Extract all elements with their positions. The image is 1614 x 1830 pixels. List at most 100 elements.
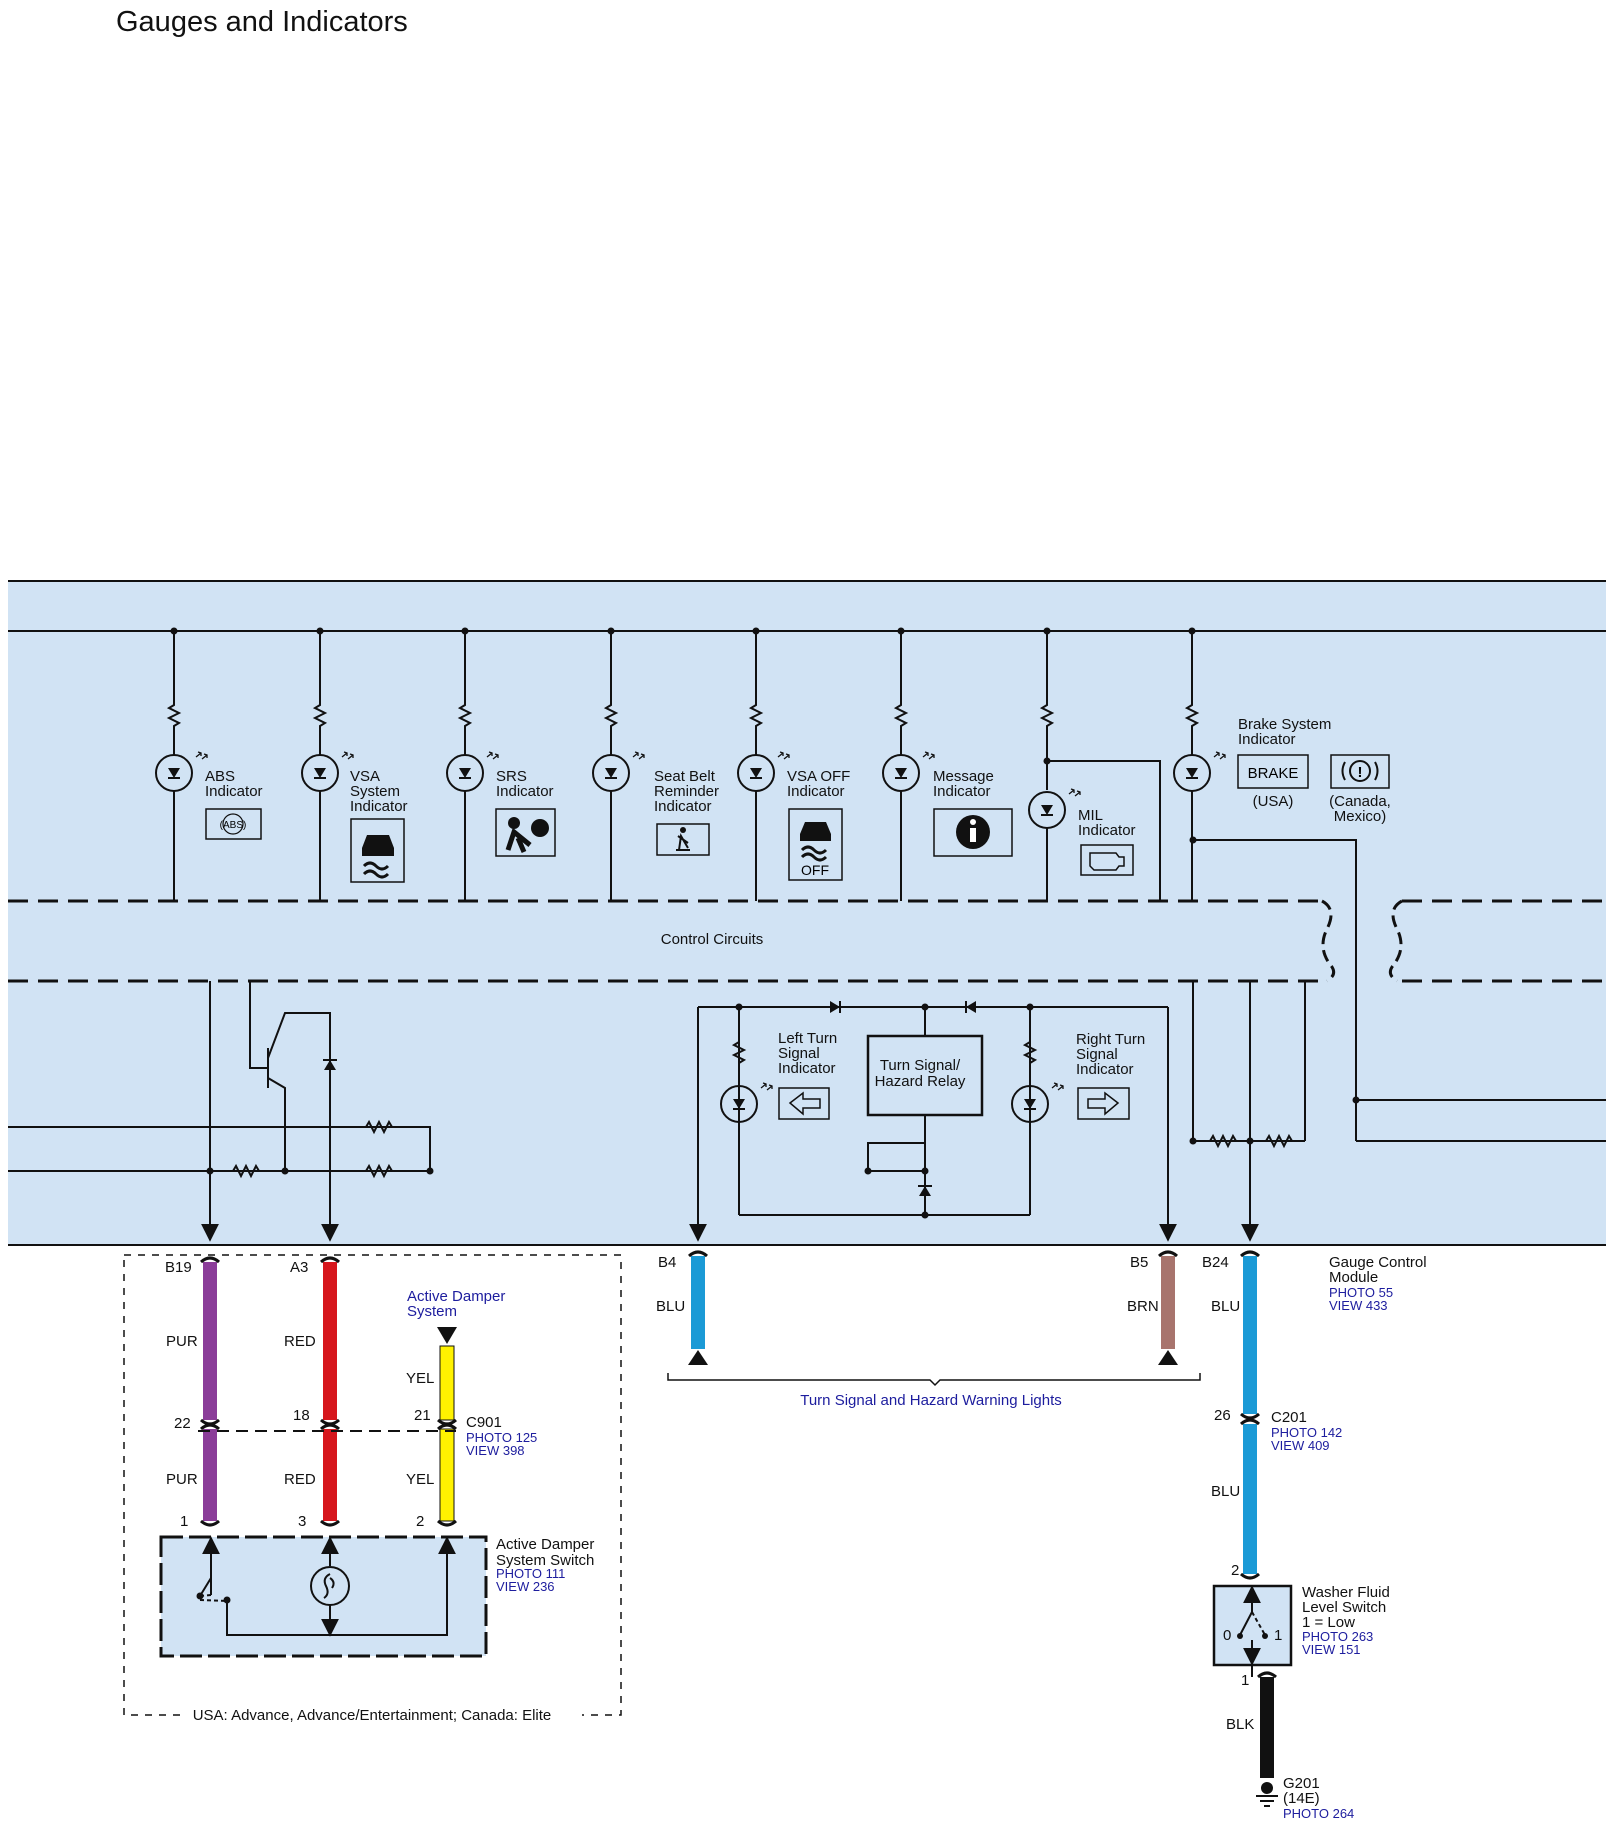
turn-signal-bracket-label: Turn Signal and Hazard Warning Lights	[800, 1392, 1062, 1409]
wire-brn-b5: BRN	[1127, 1298, 1159, 1315]
brake-usa-note: (USA)	[1253, 793, 1294, 810]
wire-blu-c201-segment	[1243, 1424, 1257, 1574]
wire-brn-b5-segment	[1161, 1256, 1175, 1349]
srs-airbag-icon	[495, 808, 556, 857]
wire-red-segment-2	[323, 1429, 337, 1521]
wire-pur-segment-2	[203, 1429, 217, 1521]
wire-yel-lower: YEL	[406, 1471, 434, 1488]
vsa-car-skid-icon	[350, 818, 405, 883]
svg-text:(ABS): (ABS)	[220, 820, 247, 831]
left-turn-lamp	[720, 1007, 773, 1215]
terminal-b24: B24	[1202, 1254, 1229, 1271]
c901-pin-21: 21	[414, 1407, 431, 1424]
indicator-branches	[155, 627, 1226, 901]
washer-pin-1: 1	[1241, 1672, 1249, 1689]
brake-canada-note: (Canada,Mexico)	[1329, 793, 1391, 825]
wire-blu-b4-segment	[691, 1256, 705, 1349]
harness-wires	[200, 1250, 1277, 1778]
svg-text:BRAKE: BRAKE	[1248, 765, 1299, 782]
left-arrow-icon	[778, 1087, 830, 1120]
option-note: USA: Advance, Advance/Entertainment; Can…	[193, 1707, 552, 1724]
indicator-branch-1	[155, 627, 208, 901]
c201-label: C201	[1271, 1409, 1307, 1426]
indicator-branch-5	[737, 627, 790, 901]
wire-yel-segment-2	[440, 1429, 454, 1521]
wire-blk: BLK	[1226, 1716, 1254, 1733]
ground-symbol	[1256, 1782, 1278, 1807]
c201-view: VIEW 409	[1271, 1438, 1330, 1453]
wire-blu-b24-segment	[1243, 1256, 1257, 1414]
indicator-branch-3	[446, 627, 499, 901]
c201-photo: PHOTO 142	[1271, 1425, 1342, 1440]
engine-icon	[1080, 844, 1134, 876]
wire-yel-segment-1	[440, 1346, 454, 1420]
seat-belt-icon	[656, 823, 710, 856]
indicator-branch-4	[592, 627, 645, 901]
gauge-control-module-body	[8, 581, 1606, 1245]
wire-red-lower: RED	[284, 1471, 316, 1488]
switch-pin-3: 3	[298, 1513, 306, 1530]
page-title: Gauges and Indicators	[116, 6, 408, 38]
switch-pin-1: 1	[180, 1513, 188, 1530]
gauge-control-module-view: VIEW 433	[1329, 1298, 1388, 1313]
brake-canada-icon: !	[1330, 754, 1390, 789]
switch-pin-2: 2	[416, 1513, 424, 1530]
info-icon	[933, 808, 1013, 857]
washer-switch-view: VIEW 151	[1302, 1642, 1361, 1657]
wire-red-segment-1	[323, 1262, 337, 1420]
terminal-b5: B5	[1130, 1254, 1148, 1271]
c901-pin-18: 18	[293, 1407, 310, 1424]
c901-pin-22: 22	[174, 1415, 191, 1432]
washer-pos-0: 0	[1223, 1627, 1231, 1644]
wire-blu-b4: BLU	[656, 1298, 685, 1315]
wire-red-upper: RED	[284, 1333, 316, 1350]
right-arrow-icon	[1077, 1087, 1130, 1120]
c901-label: C901	[466, 1414, 502, 1431]
gauge-control-module-photo: PHOTO 55	[1329, 1285, 1393, 1300]
indicator-branch-2	[301, 627, 354, 901]
active-damper-switch-photo: PHOTO 111	[496, 1566, 565, 1581]
wire-yel-upper: YEL	[406, 1370, 434, 1387]
wire-blk-segment	[1260, 1677, 1274, 1778]
washer-switch-photo: PHOTO 263	[1302, 1629, 1373, 1644]
turn-signal-lamps	[720, 1007, 1064, 1215]
brake-usa-icon: BRAKE	[1237, 754, 1309, 789]
wire-blu-c201: BLU	[1211, 1483, 1240, 1500]
indicator-branch-8	[1173, 627, 1226, 901]
control-circuits-label: Control Circuits	[661, 931, 764, 948]
ground-g201-label: G201(14E)	[1283, 1775, 1320, 1807]
wire-pur-lower: PUR	[166, 1471, 198, 1488]
terminal-a3: A3	[290, 1259, 308, 1276]
washer-pin-2: 2	[1231, 1562, 1239, 1579]
c901-view: VIEW 398	[466, 1443, 525, 1458]
active-damper-switch-view: VIEW 236	[496, 1579, 555, 1594]
abs-icon: (ABS)	[205, 808, 262, 840]
terminal-b4: B4	[658, 1254, 676, 1271]
svg-text:OFF: OFF	[801, 862, 829, 878]
turn-signal-relay-label: Turn Signal/Hazard Relay	[875, 1057, 966, 1090]
terminal-b19: B19	[165, 1259, 192, 1276]
c901-photo: PHOTO 125	[466, 1430, 537, 1445]
c201-pin-26: 26	[1214, 1407, 1231, 1424]
wire-blu-b24: BLU	[1211, 1298, 1240, 1315]
wire-pur-upper: PUR	[166, 1333, 198, 1350]
indicator-branch-7	[1028, 627, 1161, 901]
right-turn-lamp	[1011, 1007, 1064, 1215]
ground-photo: PHOTO 264	[1283, 1806, 1354, 1821]
vsa-off-icon: OFF	[788, 808, 843, 881]
washer-pos-1: 1	[1274, 1627, 1282, 1644]
